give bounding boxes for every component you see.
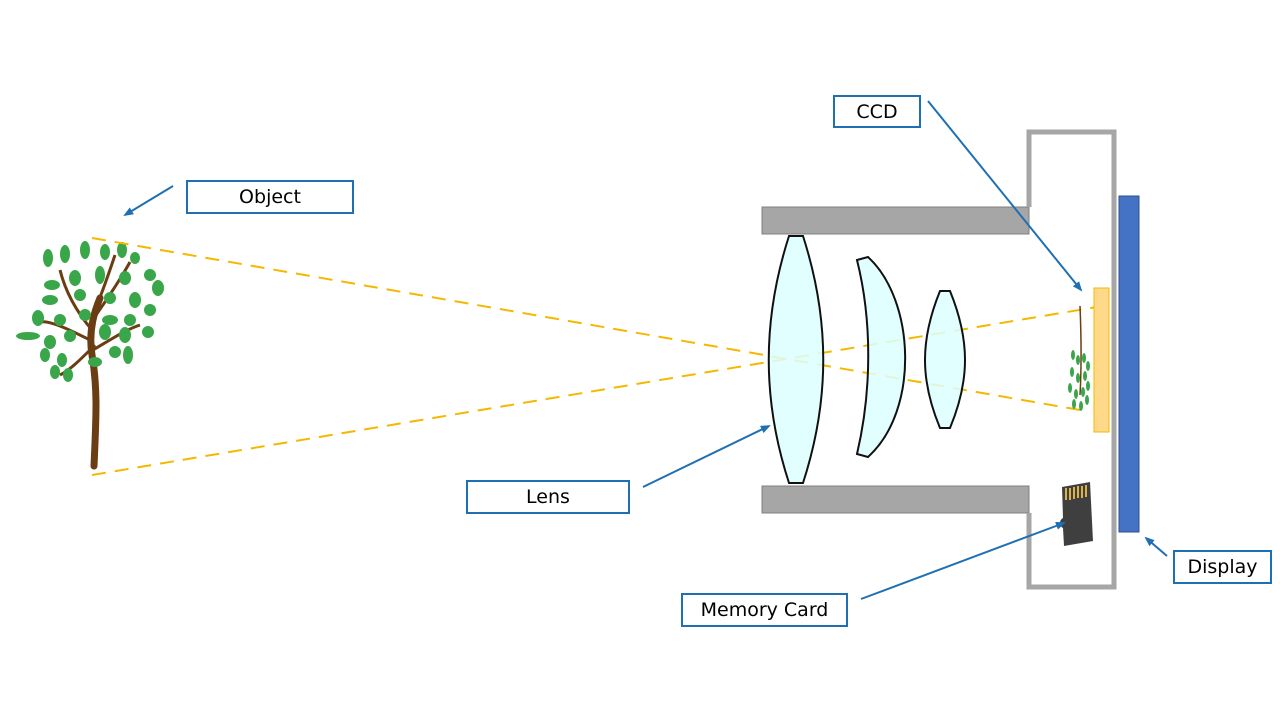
lens-element-3	[924, 290, 966, 429]
inverted-image	[1068, 305, 1090, 411]
tree-trunk	[87, 294, 104, 470]
light-rays	[91, 237, 1098, 476]
lens-arrow	[642, 425, 771, 488]
ccd-label: CCD	[833, 95, 921, 128]
lens-barrel-top	[761, 206, 1030, 235]
memory-card-arrow	[860, 522, 1066, 600]
ccd-sensor	[1093, 287, 1110, 433]
lens-label: Lens	[466, 480, 630, 514]
tree-leaves	[16, 241, 164, 382]
display-screen	[1118, 195, 1140, 533]
ray-top	[91, 237, 1081, 411]
lens-barrel-bottom	[761, 485, 1030, 514]
camera-body	[1026, 129, 1117, 590]
callout-arrows	[123, 100, 1168, 600]
tree-branch	[39, 254, 141, 377]
object-tree	[16, 241, 164, 470]
memory-card-icon	[1060, 482, 1093, 546]
display-arrow	[1144, 536, 1168, 557]
display-label: Display	[1173, 550, 1272, 584]
object-arrow	[123, 185, 174, 217]
object-label: Object	[186, 180, 354, 214]
lens-element-2	[855, 255, 907, 459]
ccd-arrow	[927, 100, 1083, 292]
memory-card-label: Memory Card	[681, 593, 848, 627]
lens-element-1	[767, 235, 825, 484]
ray-bottom	[91, 306, 1098, 476]
